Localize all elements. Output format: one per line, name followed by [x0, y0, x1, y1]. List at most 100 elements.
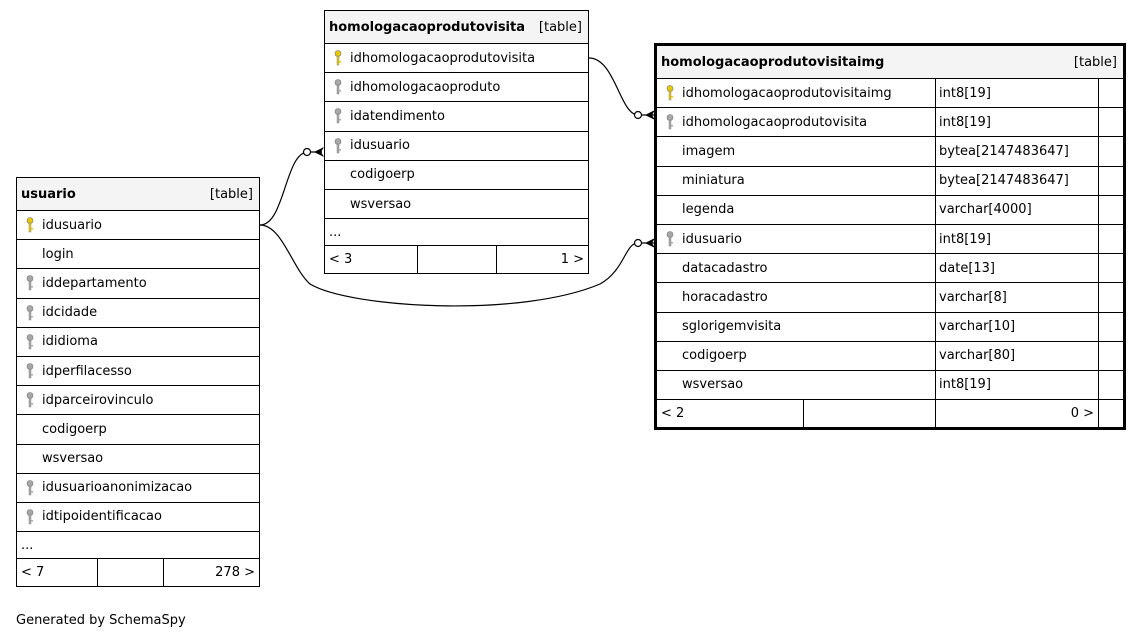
- column-row[interactable]: codigoerp: [17, 415, 259, 445]
- column-name-cell: ididioma: [17, 328, 259, 356]
- children-count[interactable]: 278 >: [163, 559, 259, 587]
- column-name-cell: iddepartamento: [17, 269, 259, 297]
- table-header: usuario [table]: [17, 178, 259, 211]
- column-pad: [1098, 254, 1123, 283]
- column-pad: [1098, 370, 1123, 400]
- edge-end-circle: [302, 147, 312, 157]
- column-row[interactable]: idusuarioanonimizacao: [17, 474, 259, 503]
- column-list: idusuario login iddepartamento idcidade idid…: [17, 211, 259, 533]
- column-row[interactable]: ididioma: [17, 328, 259, 357]
- column-name-cell: idatendimento: [325, 102, 588, 130]
- column-row[interactable]: legenda varchar[4000]: [657, 195, 1123, 225]
- column-pad: [1098, 312, 1123, 341]
- column-name: idhomologacaoprodutovisitaimg: [682, 85, 892, 101]
- foreign-key-icon: [334, 108, 342, 124]
- table-homologacaoprodutovisitaimg[interactable]: homologacaoprodutovisitaimg [table] idho…: [654, 43, 1126, 430]
- column-type: date[13]: [935, 254, 1098, 283]
- column-name: iddepartamento: [42, 275, 147, 291]
- column-row[interactable]: idusuario int8[19]: [657, 224, 1123, 255]
- column-row[interactable]: wsversao: [325, 190, 588, 220]
- table-footer: < 7 278 >: [17, 559, 259, 587]
- column-name: idperfilacesso: [42, 363, 132, 379]
- column-type: int8[19]: [935, 224, 1098, 254]
- footer-spacer: [803, 400, 935, 428]
- column-name: sglorigemvisita: [682, 319, 782, 335]
- column-name: idusuario: [682, 231, 742, 247]
- column-row[interactable]: idhomologacaoproduto: [325, 73, 588, 103]
- column-name: idatendimento: [350, 108, 445, 124]
- column-name-cell: wsversao: [17, 445, 259, 473]
- column-pad: [1098, 166, 1123, 195]
- column-name: legenda: [682, 202, 735, 218]
- primary-key-icon: [666, 85, 674, 101]
- table-footer: < 3 1 >: [325, 246, 588, 274]
- foreign-key-icon: [666, 114, 674, 130]
- table-footer: < 2 0 >: [657, 400, 1123, 428]
- column-name-cell: idcidade: [17, 299, 259, 327]
- foreign-key-icon: [26, 275, 34, 291]
- edge-end-circle: [633, 110, 643, 120]
- children-count[interactable]: 0 >: [935, 400, 1098, 428]
- column-type: varchar[4000]: [935, 195, 1098, 224]
- column-name-cell: idtipoidentificacao: [17, 503, 259, 531]
- column-name: idhomologacaoproduto: [350, 79, 501, 95]
- column-name: wsversao: [350, 196, 412, 212]
- column-row[interactable]: idusuario: [17, 211, 259, 241]
- parents-count[interactable]: < 2: [661, 406, 685, 422]
- column-row[interactable]: login: [17, 240, 259, 270]
- foreign-key-icon: [334, 137, 342, 154]
- column-pad: [1098, 195, 1123, 224]
- column-row[interactable]: idperfilacesso: [17, 357, 259, 387]
- column-row[interactable]: idparceirovinculo: [17, 386, 259, 416]
- table-name: usuario: [21, 186, 76, 202]
- column-type: int8[19]: [935, 108, 1098, 137]
- column-name-cell: horacadastro: [657, 283, 935, 311]
- column-row[interactable]: idcidade: [17, 299, 259, 328]
- table-name: homologacaoprodutovisitaimg: [661, 54, 885, 70]
- foreign-key-icon: [26, 304, 34, 321]
- column-name-cell: imagem: [657, 137, 935, 165]
- generated-by-label: Generated by SchemaSpy: [16, 613, 186, 628]
- column-name: codigoerp: [682, 348, 747, 364]
- column-row[interactable]: codigoerp: [325, 161, 588, 190]
- column-name: wsversao: [42, 451, 104, 467]
- column-name-cell: codigoerp: [17, 415, 259, 443]
- column-name-cell: codigoerp: [325, 161, 588, 189]
- column-name: idusuario: [42, 217, 102, 233]
- foreign-key-icon: [26, 363, 34, 379]
- column-row[interactable]: idhomologacaoprodutovisita: [325, 44, 588, 74]
- footer-spacer: [417, 246, 496, 274]
- column-row[interactable]: iddepartamento: [17, 269, 259, 299]
- table-homologacaoprodutovisita[interactable]: homologacaoprodutovisita [table] idhomol…: [324, 10, 589, 274]
- column-row[interactable]: idatendimento: [325, 102, 588, 132]
- edge-usuario-to-hpvi: [259, 224, 654, 307]
- table-usuario[interactable]: usuario [table] idusuario login iddepartam…: [16, 177, 260, 587]
- column-row[interactable]: idusuario: [325, 132, 588, 161]
- column-type: int8[19]: [935, 370, 1098, 400]
- column-name-cell: idhomologacaoproduto: [325, 73, 588, 101]
- column-type: bytea[2147483647]: [935, 166, 1098, 195]
- column-name: idcidade: [42, 305, 98, 321]
- parents-count[interactable]: < 3: [329, 252, 353, 268]
- column-name-cell: sglorigemvisita: [657, 313, 935, 341]
- children-count[interactable]: 1 >: [496, 246, 588, 274]
- column-name: codigoerp: [42, 421, 107, 437]
- parents-count[interactable]: < 7: [21, 565, 45, 581]
- column-name-cell: idparceirovinculo: [17, 386, 259, 414]
- column-name: idusuario: [350, 138, 410, 154]
- edge-hpv-to-hpvi: [588, 57, 654, 116]
- edge-end-circle: [633, 238, 643, 248]
- column-row[interactable]: idtipoidentificacao: [17, 503, 259, 533]
- column-name-cell: idhomologacaoprodutovisita: [657, 108, 935, 136]
- column-row[interactable]: wsversao: [17, 445, 259, 474]
